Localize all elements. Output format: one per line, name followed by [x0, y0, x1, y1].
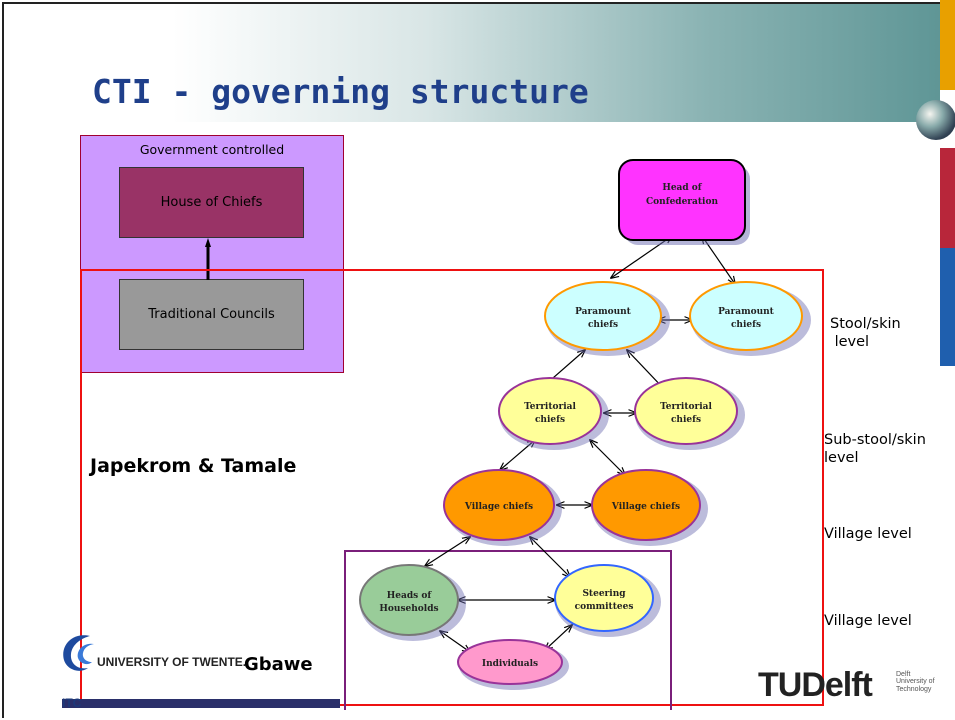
tudelft-logo: TUDelft [758, 666, 873, 704]
gbawe-label: Gbawe [244, 654, 313, 675]
sub-stool-level-label: Sub-stool/skin level [824, 431, 926, 467]
territorial-left-label-1: Territorial [524, 402, 576, 412]
steering-label-1: Steering [582, 589, 626, 599]
globe-icon [916, 100, 955, 140]
paramount-chiefs-right-node [689, 281, 803, 351]
households-label-2: Households [379, 604, 438, 614]
paramount-right-label-2: chiefs [731, 320, 761, 330]
arrow-territorial-village-left [500, 440, 535, 470]
arrow-territorial-village-right [590, 440, 625, 475]
stool-skin-level-label: Stool/skin level [830, 315, 901, 351]
arrow-village-households [425, 537, 470, 566]
arrow-steering-individuals [545, 625, 572, 650]
arrow-households-individuals [440, 631, 470, 652]
paramount-right-label-1: Paramount [718, 307, 775, 317]
accent-strip-orange [940, 0, 955, 90]
japekrom-tamale-label: Japekrom & Tamale [90, 455, 297, 477]
territorial-left-label-2: chiefs [535, 415, 565, 425]
up-arrow-icon [205, 238, 211, 280]
territorial-chiefs-left-node [498, 377, 602, 445]
japekrom-tamale-frame [80, 269, 824, 706]
tudelft-subtext-line-2: University of [896, 678, 935, 686]
steering-committees-node [554, 564, 654, 632]
paramount-left-label-1: Paramount [575, 307, 632, 317]
village-left-label: Village chiefs [464, 502, 533, 512]
accent-strip-red [940, 148, 955, 248]
territorial-right-label-1: Territorial [660, 402, 712, 412]
itc-footer-bar [62, 699, 340, 708]
head-of-confederation-node [618, 159, 746, 241]
individuals-label: Individuals [482, 659, 538, 669]
traditional-councils-box: Traditional Councils [119, 279, 304, 350]
government-controlled-label: Government controlled [139, 142, 285, 157]
territorial-chiefs-right-node [634, 377, 738, 445]
page-title: CTI - governing structure [92, 72, 589, 111]
stool-skin-line-1: Stool/skin [830, 316, 901, 332]
accent-strip-blue [940, 248, 955, 366]
header-band [4, 4, 940, 122]
university-name: UNIVERSITY OF TWENTE. [97, 655, 247, 669]
steering-label-2: committees [575, 602, 634, 612]
tudelft-subtext-line-1: Delft [896, 671, 911, 678]
head-node-label-1: Head of [662, 183, 702, 193]
village-right-label: Village chiefs [611, 502, 680, 512]
university-of-twente-logo-icon [63, 635, 94, 671]
territorial-right-label-2: chiefs [671, 415, 701, 425]
individuals-node [457, 639, 563, 685]
itc-logo-text: ITC [62, 696, 82, 710]
village-level-label-1: Village level [824, 526, 912, 542]
arrow-village-steering [530, 537, 570, 577]
village-chiefs-left-node [443, 469, 555, 541]
heads-of-households-node [359, 564, 459, 636]
village-level-label-2: Village level [824, 613, 912, 629]
tudelft-subtext-line-3: Technology [896, 685, 932, 693]
village-chiefs-right-node [591, 469, 701, 541]
sub-stool-line-2: level [824, 450, 859, 467]
head-node-label-2: Confederation [646, 197, 718, 207]
gbawe-frame [344, 550, 672, 710]
households-label-1: Heads of [387, 591, 433, 601]
sub-stool-line-1: Sub-stool/skin [824, 432, 926, 448]
tudelft-subtext: Delft University of Technology [896, 671, 935, 693]
stool-skin-line-2: level [830, 334, 870, 351]
house-of-chiefs-box: House of Chiefs [119, 167, 304, 238]
paramount-left-label-2: chiefs [588, 320, 618, 330]
paramount-chiefs-left-node [544, 281, 662, 351]
